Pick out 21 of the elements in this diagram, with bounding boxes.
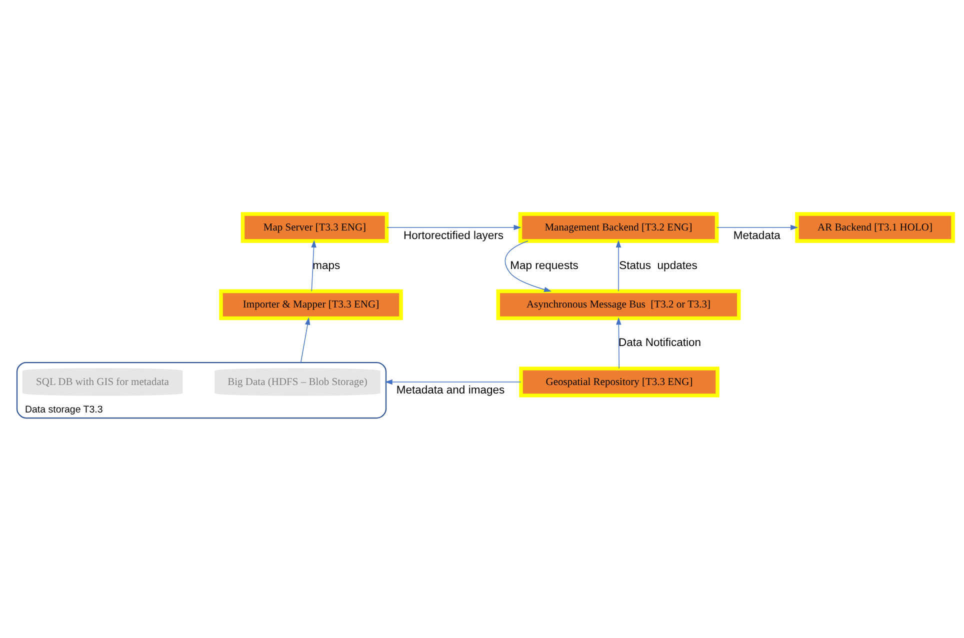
- edge-label: Metadata and images: [396, 384, 505, 396]
- arrow: [616, 240, 622, 292]
- arrow: [716, 224, 798, 230]
- node-box: Geospatial Repository [T3.3 ENG]: [519, 366, 720, 398]
- arrow: [504, 240, 552, 292]
- arrow: [616, 317, 622, 369]
- edge-label: Data Notification: [618, 337, 702, 349]
- node-box: Map Server [T3.3 ENG]: [240, 212, 389, 243]
- edge-label: Status updates: [619, 260, 698, 272]
- node-box: AR Backend [T3.1 HOLO]: [795, 212, 955, 243]
- edge-label: Hortorectified layers: [403, 230, 504, 242]
- node-box: Management Backend [T3.2 ENG]: [518, 212, 719, 243]
- arrow: [300, 317, 310, 363]
- edge-label: maps: [312, 260, 340, 272]
- arrow: [384, 379, 522, 385]
- edge-label: Map requests: [510, 260, 578, 272]
- node-box: Asynchronous Message Bus [T3.2 or T3.3]: [496, 289, 741, 320]
- node-box: Importer & Mapper [T3.3 ENG]: [219, 289, 403, 320]
- arrow: [311, 240, 316, 292]
- arrow: [386, 224, 522, 230]
- edge-label: Metadata: [733, 230, 780, 242]
